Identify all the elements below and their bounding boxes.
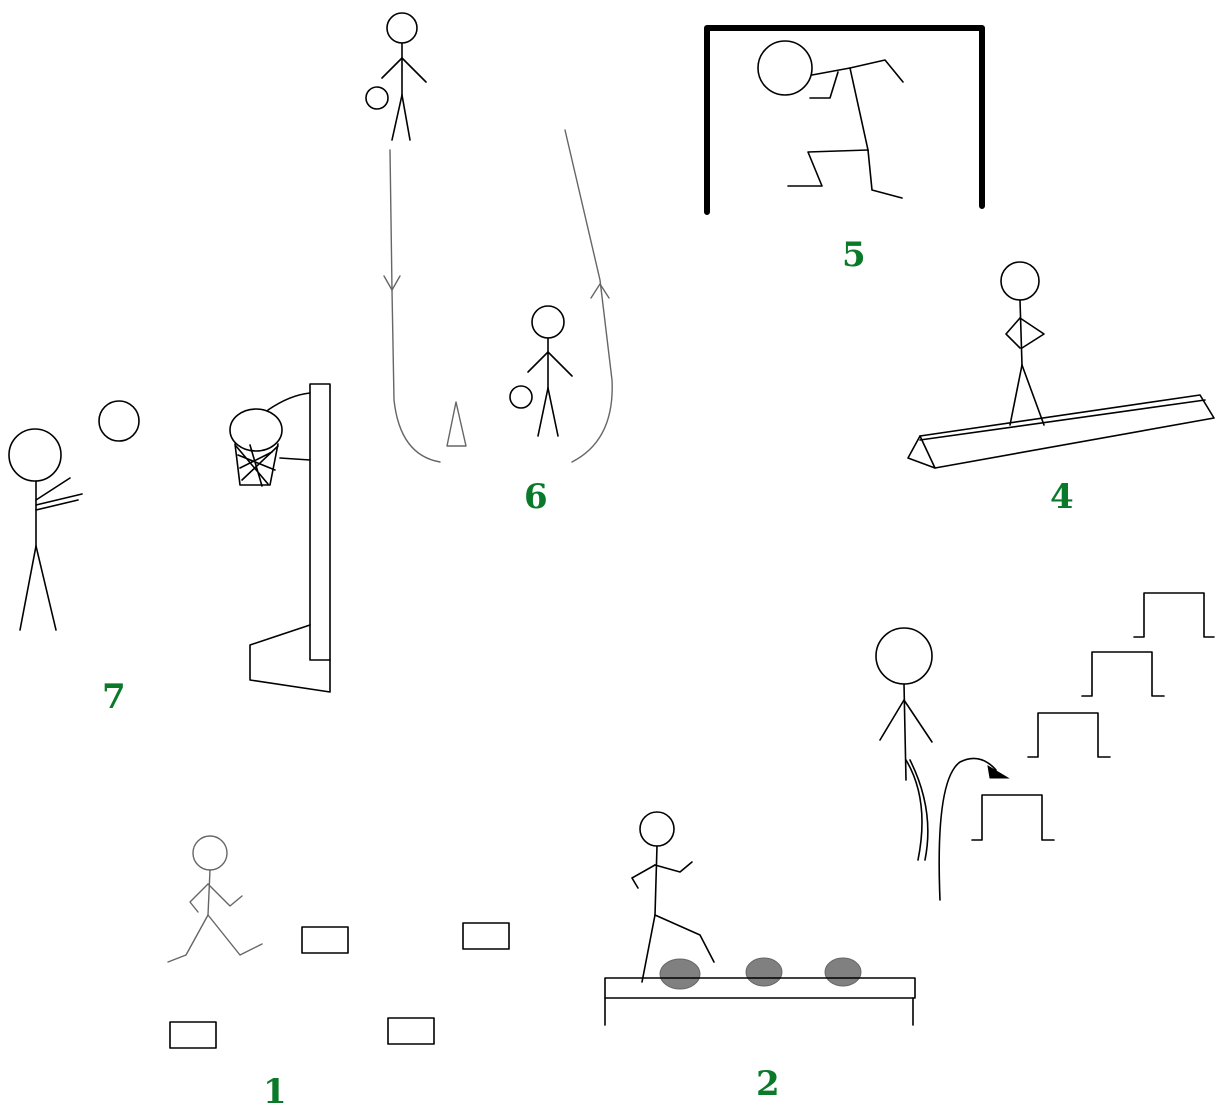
hoop-rim bbox=[230, 409, 282, 451]
goalkeeper-leg-right bbox=[868, 150, 902, 198]
station-6-dribble bbox=[366, 13, 612, 462]
shooter-figure bbox=[9, 429, 82, 630]
cone-icon bbox=[447, 402, 466, 446]
dribbler-bottom-head bbox=[532, 306, 564, 338]
goalkeeper-arm-left bbox=[810, 72, 838, 98]
station-3-hurdles bbox=[876, 593, 1214, 900]
station-4-number: 4 bbox=[1050, 480, 1074, 514]
hurdle-3 bbox=[1082, 652, 1164, 696]
dribbler-bottom-figure bbox=[510, 306, 572, 436]
step-box-2 bbox=[463, 923, 509, 949]
dribbler-top-head bbox=[387, 13, 417, 43]
hurdle-1 bbox=[972, 795, 1054, 840]
backboard bbox=[310, 384, 330, 660]
bench-ball-3 bbox=[825, 958, 861, 986]
station-6-number: 6 bbox=[524, 480, 548, 514]
jump-arrow-icon bbox=[988, 766, 1008, 778]
hoop-base bbox=[250, 625, 330, 692]
step-box-3 bbox=[170, 1022, 216, 1048]
path-up-arrow bbox=[591, 284, 609, 298]
beam-walker-figure bbox=[1001, 262, 1044, 425]
step-box-4 bbox=[388, 1018, 434, 1044]
goalkeeper-figure bbox=[758, 41, 903, 198]
station-5-number: 5 bbox=[842, 238, 866, 272]
hurdle-4 bbox=[1134, 593, 1214, 637]
path-down-line bbox=[390, 150, 440, 462]
bench-ball-1 bbox=[660, 959, 700, 989]
basketball bbox=[99, 401, 139, 441]
runner-2-figure bbox=[632, 812, 714, 982]
goal-frame bbox=[707, 28, 982, 212]
goalkeeper-head bbox=[758, 41, 812, 95]
shooter-head bbox=[9, 429, 61, 481]
runner-2-head bbox=[640, 812, 674, 846]
hurdle-jumper-head bbox=[876, 628, 932, 684]
goalkeeper-leg-left bbox=[788, 150, 868, 186]
goalkeeper-torso bbox=[812, 68, 868, 150]
hurdle-jumper-figure bbox=[876, 628, 932, 860]
hurdle-2 bbox=[1028, 713, 1110, 757]
station-2-bench bbox=[605, 812, 915, 1025]
runner-1-figure bbox=[168, 836, 262, 962]
station-5-goal bbox=[707, 28, 982, 212]
balance-beam bbox=[908, 395, 1214, 468]
station-1-stepping bbox=[168, 836, 509, 1048]
path-up-line bbox=[565, 130, 612, 462]
station-7-number: 7 bbox=[102, 680, 126, 714]
station-2-number: 2 bbox=[756, 1067, 780, 1101]
station-4-balance-beam bbox=[908, 262, 1214, 468]
dribbler-bottom-ball bbox=[510, 386, 532, 408]
beam-walker-head bbox=[1001, 262, 1039, 300]
dribbler-top-ball bbox=[366, 87, 388, 109]
bench-ball-2 bbox=[746, 958, 782, 986]
goalkeeper-arm-right bbox=[850, 60, 903, 82]
station-1-number: 1 bbox=[263, 1075, 287, 1109]
station-7-basketball bbox=[9, 384, 330, 692]
step-box-1 bbox=[302, 927, 348, 953]
bench-balls bbox=[660, 958, 861, 989]
runner-1-head bbox=[193, 836, 227, 870]
dribbler-top-figure bbox=[366, 13, 426, 140]
jump-arc-line bbox=[939, 758, 996, 900]
basketball-hoop bbox=[230, 384, 330, 692]
